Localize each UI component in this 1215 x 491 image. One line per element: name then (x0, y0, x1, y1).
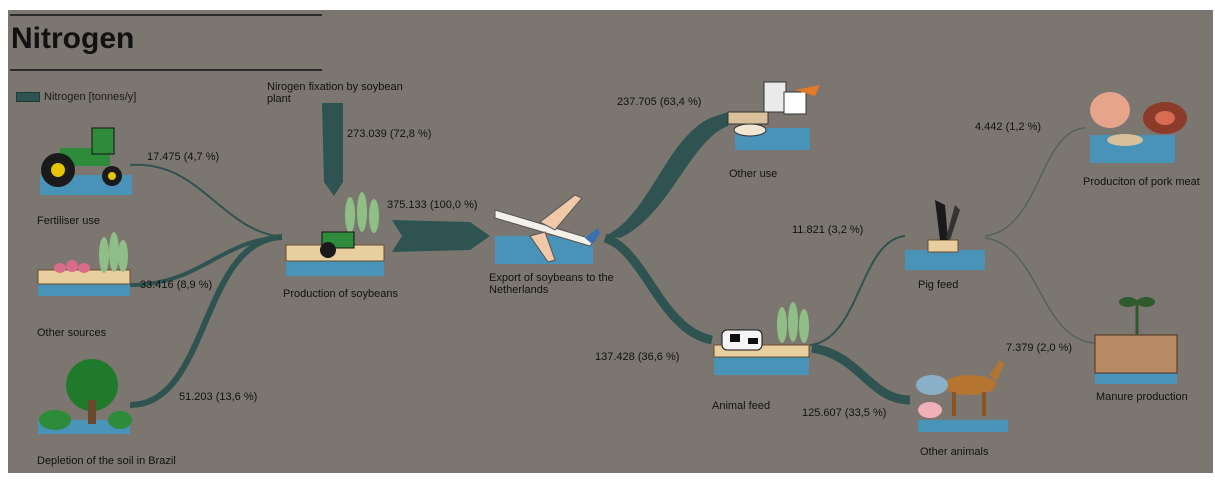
flow-other-animals (811, 343, 911, 405)
node-label-export: Export of soybeans to the Netherlands (489, 272, 614, 296)
flow-animal-feed (603, 233, 714, 345)
node-label-pig-feed: Pig feed (918, 279, 959, 291)
flow-manure (984, 237, 1096, 344)
airplane-icon (494, 194, 600, 264)
flow-value-pork: 4.442 (1,2 %) (975, 121, 1042, 133)
flow-value-depletion: 51.203 (13,6 %) (179, 391, 258, 403)
flow-value-other-animals: 125.607 (33,5 %) (802, 407, 887, 419)
crops-icon (37, 232, 131, 296)
node-label-depletion: Depletion of the soil in Brazil (37, 455, 176, 467)
soybean-field-icon (285, 192, 385, 276)
node-label-other-use: Other use (729, 168, 778, 180)
flow-value-pig-feed: 11.821 (3,2 %) (792, 224, 864, 236)
node-label-pork: Produciton of pork meat (1083, 176, 1200, 188)
pig-feed-icon (905, 200, 985, 270)
node-label-fixation: Nirogen fixation by soybean plant (267, 81, 403, 105)
tree-icon (38, 359, 132, 434)
flow-export (392, 220, 490, 252)
node-label-other-animals: Other animals (920, 446, 989, 458)
flow-value-other-sources: 33.416 (8,9 %) (140, 279, 213, 291)
manure-icon (1094, 297, 1178, 384)
animals-icon (916, 360, 1008, 432)
legend-swatch (16, 92, 40, 102)
title-rule-bottom (10, 69, 322, 71)
node-label-fertiliser: Fertiliser use (37, 215, 100, 227)
node-label-other-sources: Other sources (37, 327, 107, 339)
flow-depletion (129, 234, 283, 408)
node-label-production: Production of soybeans (283, 288, 398, 300)
flow-value-manure: 7.379 (2,0 %) (1006, 342, 1073, 354)
title-rule-top (10, 14, 322, 16)
flow-fertiliser (129, 163, 283, 238)
flow-value-other-use: 237.705 (63,4 %) (617, 96, 702, 108)
node-label-animal-feed: Animal feed (712, 400, 771, 412)
flow-pork (984, 127, 1086, 237)
node-label-manure: Manure production (1096, 391, 1188, 403)
legend-label: Nitrogen [tonnes/y] (44, 91, 137, 103)
flow-value-fertiliser: 17.475 (4,7 %) (147, 151, 220, 163)
diagram-title: Nitrogen (11, 22, 135, 55)
flow-value-fixation: 273.039 (72,8 %) (347, 128, 432, 140)
tractor-icon (40, 127, 132, 195)
flow-value-animal-feed: 137.428 (36,6 %) (595, 351, 680, 363)
flow-fixation (322, 103, 343, 196)
flow-value-export: 375.133 (100,0 %) (387, 199, 478, 211)
legend: Nitrogen [tonnes/y] (16, 91, 136, 103)
flow-other-use (605, 112, 728, 238)
pork-icon (1090, 92, 1187, 163)
flow-pig-feed (809, 235, 906, 346)
cow-icon (713, 302, 810, 375)
food-icon (727, 81, 820, 150)
